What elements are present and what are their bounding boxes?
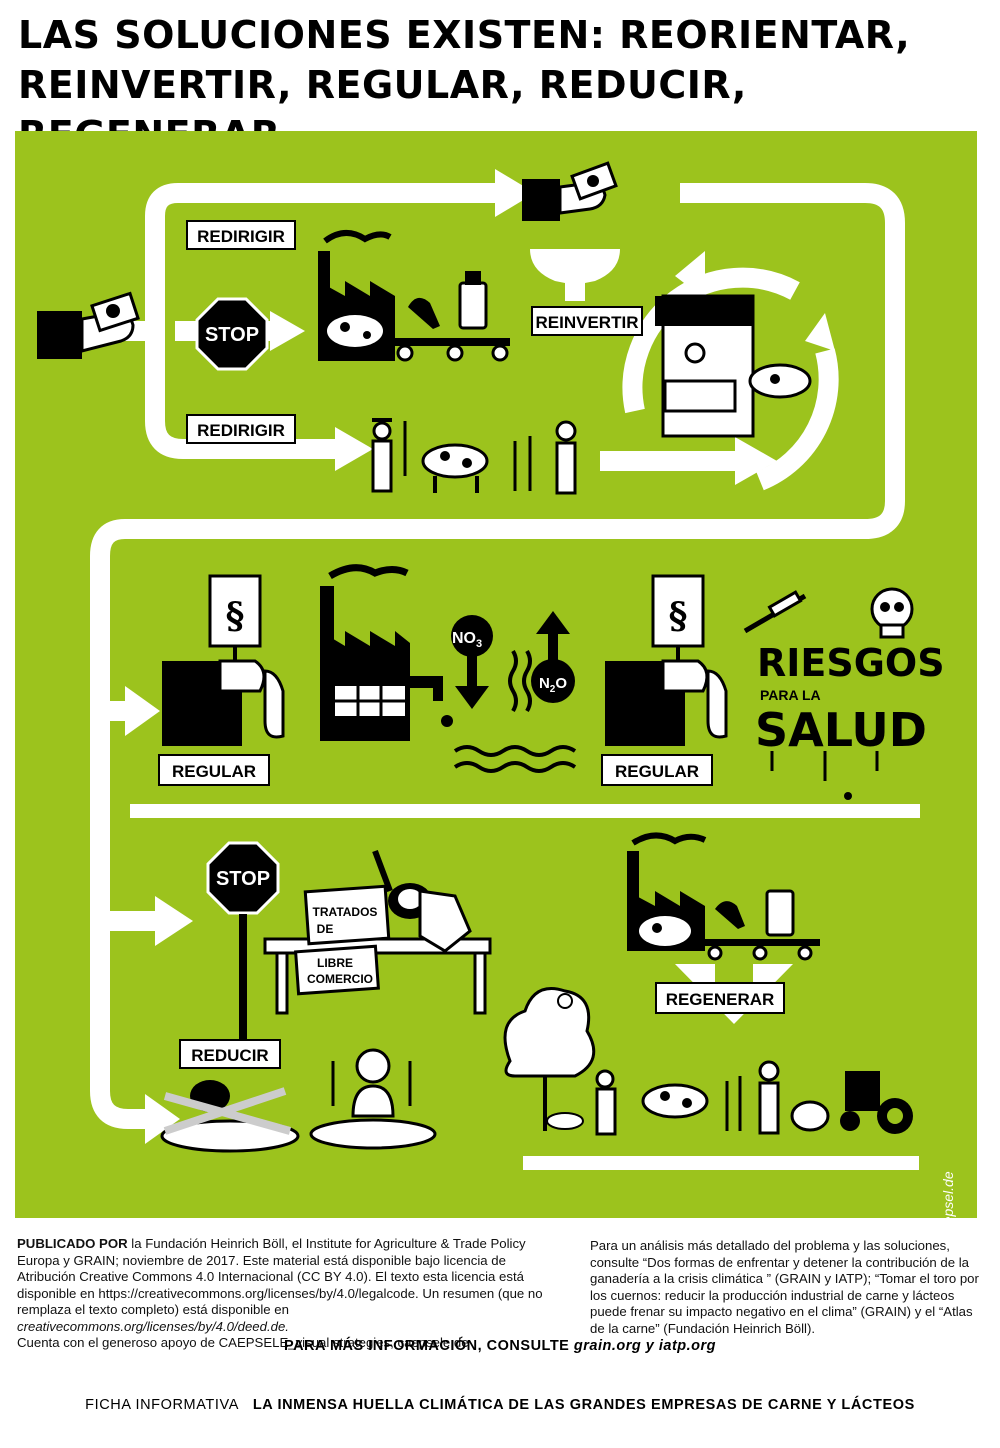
svg-text:REINVERTIR: REINVERTIR — [536, 313, 639, 332]
svg-text:REGULAR: REGULAR — [615, 762, 699, 781]
support-text: Cuenta con el generoso apoyo de CAEPSELE… — [17, 1335, 469, 1350]
svg-text:§: § — [669, 595, 688, 637]
label-redirigir-top: REDIRIGIR — [186, 220, 296, 250]
infographic-panel: REDIRIGIR REDIRIGIR REINVERTIR STOP — [15, 131, 977, 1218]
graphics-credit: Gráficos: caepsel.de — [940, 1171, 956, 1218]
svg-text:§: § — [226, 595, 245, 637]
svg-text:PARA LA: PARA LA — [760, 687, 821, 703]
factory-bottom-icon — [627, 832, 820, 961]
stop-sign-2-icon: STOP — [206, 841, 280, 1044]
regulation-hand-2-icon: § — [605, 574, 728, 746]
fact-sheet-title: LA INMENSA HUELLA CLIMÁTICA DE LAS GRAND… — [252, 1397, 915, 1413]
publisher-text: la Fundación Heinrich Böll, el Institute… — [17, 1236, 543, 1317]
svg-text:N2O: N2O — [539, 675, 567, 695]
svg-text:REGULAR: REGULAR — [172, 762, 256, 781]
divider-line-bottom — [523, 1156, 919, 1170]
svg-text:STOP: STOP — [216, 868, 270, 890]
free-trade-barrier-icon: TRATADOS DE LIBRE COMERCIO — [263, 849, 492, 1015]
regenerative-farm-icon — [503, 987, 913, 1136]
funnel-icon — [530, 249, 620, 301]
no3-pollutant-icon: NO3 — [451, 615, 493, 709]
n2o-pollutant-icon: N2O — [531, 611, 575, 703]
more-info-label: PARA MÁS INFORMACIÓN, CONSULTE — [283, 1338, 570, 1354]
market-stall-icon — [655, 294, 812, 438]
title-line-1: LAS SOLUCIONES EXISTEN: REORIENTAR, — [18, 13, 911, 57]
label-regular-1: REGULAR — [158, 754, 270, 786]
label-reinvertir: REINVERTIR — [531, 306, 643, 336]
polluting-factory-icon — [320, 564, 453, 741]
publisher-info: PUBLICADO POR la Fundación Heinrich Böll… — [17, 1236, 547, 1352]
money-hand-icon — [37, 291, 140, 359]
label-redirigir-bottom: REDIRIGIR — [186, 414, 296, 444]
divider-line — [130, 804, 920, 818]
svg-text:REGENERAR: REGENERAR — [666, 990, 775, 1009]
fact-sheet-label: FICHA INFORMATIVA — [85, 1397, 239, 1413]
svg-text:DE: DE — [317, 922, 334, 936]
regulation-hand-icon: § — [162, 574, 285, 746]
industrial-factory-icon — [318, 230, 510, 362]
cc-license-link[interactable]: creativecommons.org/licenses/by/4.0/deed… — [17, 1318, 289, 1334]
svg-text:REDIRIGIR: REDIRIGIR — [197, 227, 285, 246]
label-reducir: REDUCIR — [179, 1039, 281, 1069]
flow-paths — [90, 183, 905, 1129]
svg-text:REDIRIGIR: REDIRIGIR — [197, 421, 285, 440]
health-risk-icon: RIESGOS PARA LA SALUD — [743, 587, 945, 800]
svg-text:TRATADOS: TRATADOS — [313, 905, 378, 919]
more-info-line: PARA MÁS INFORMACIÓN, CONSULTE grain.org… — [0, 1338, 1000, 1354]
label-regular-2: REGULAR — [601, 754, 713, 786]
person-plate-icon — [309, 1048, 437, 1150]
svg-text:STOP: STOP — [205, 324, 259, 346]
infographic-illustration: REDIRIGIR REDIRIGIR REINVERTIR STOP — [37, 161, 945, 1170]
svg-text:NO3: NO3 — [452, 630, 482, 650]
reduced-meat-plate-icon — [160, 1080, 300, 1153]
svg-text:SALUD: SALUD — [755, 703, 927, 757]
svg-text:RIESGOS: RIESGOS — [757, 641, 945, 685]
published-by-label: PUBLICADO POR — [17, 1236, 128, 1251]
fact-sheet-line: FICHA INFORMATIVA LA INMENSA HUELLA CLIM… — [0, 1397, 1000, 1413]
svg-text:REDUCIR: REDUCIR — [191, 1046, 268, 1065]
more-info-sites[interactable]: grain.org y iatp.org — [573, 1338, 717, 1354]
label-regenerar: REGENERAR — [655, 982, 785, 1014]
polluted-water-icon — [453, 649, 577, 773]
further-reading: Para un análisis más detallado del probl… — [590, 1238, 979, 1336]
small-farm-icon — [371, 418, 577, 495]
money-hand-top-icon — [522, 161, 618, 221]
page-title: LAS SOLUCIONES EXISTEN: REORIENTAR, REIN… — [18, 10, 988, 160]
svg-text:LIBRE: LIBRE — [317, 956, 353, 970]
svg-text:COMERCIO: COMERCIO — [307, 972, 373, 986]
stop-sign-icon: STOP — [195, 297, 269, 371]
